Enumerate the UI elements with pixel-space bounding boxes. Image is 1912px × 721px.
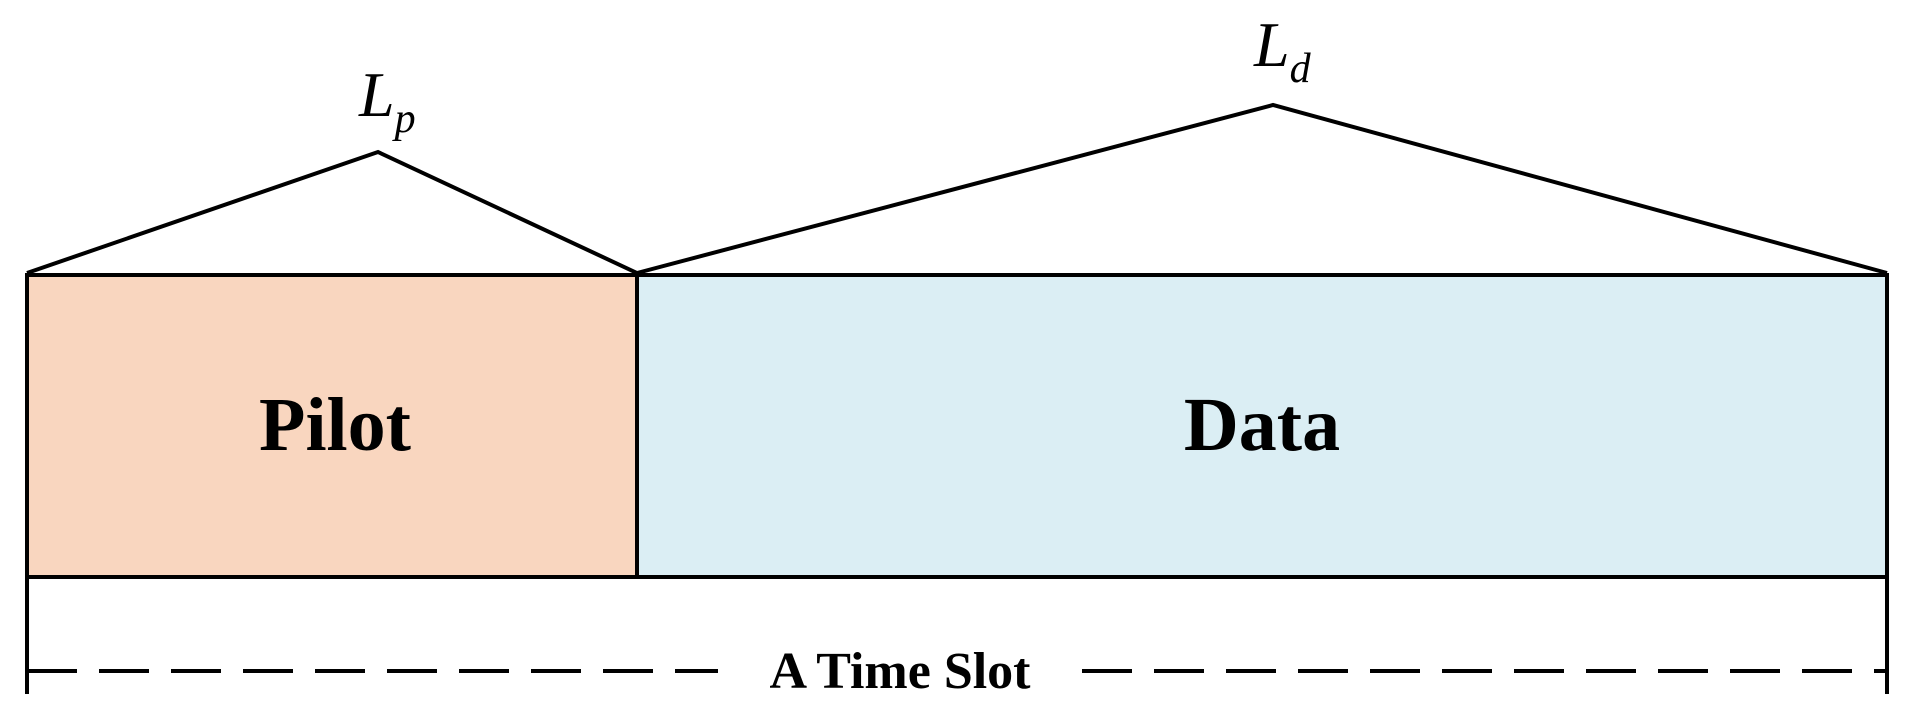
data-length-bracket xyxy=(636,102,1888,275)
pilot-length-bracket xyxy=(26,149,638,275)
data-length-subscript: d xyxy=(1290,46,1312,92)
time-slot-label: A Time Slot xyxy=(769,643,1031,700)
pilot-label: Pilot xyxy=(259,383,411,467)
pilot-length-symbol: L xyxy=(358,59,395,130)
pilot-length-subscript: p xyxy=(392,96,416,142)
data-block xyxy=(635,273,1889,579)
data-length-symbol: L xyxy=(1253,9,1290,80)
pilot-block xyxy=(25,273,639,579)
data-label: Data xyxy=(1184,383,1340,467)
pilot-length-label: Lp xyxy=(358,59,416,142)
data-length-label: Ld xyxy=(1253,9,1312,92)
